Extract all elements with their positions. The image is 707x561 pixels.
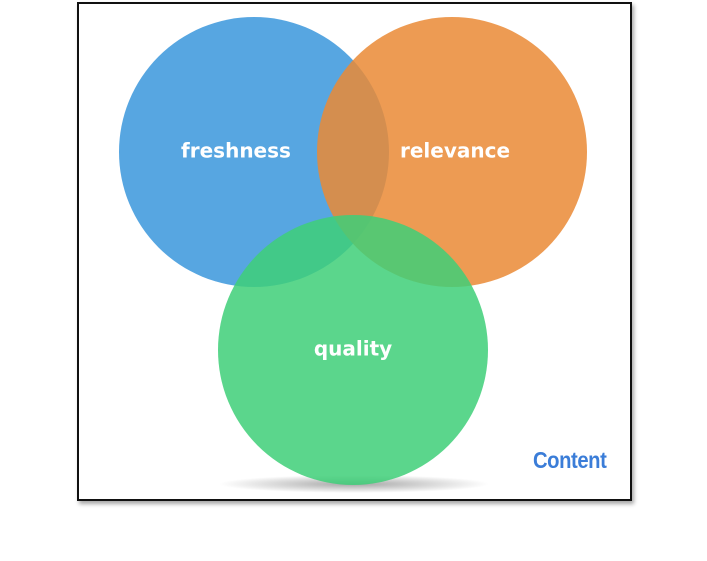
quality-circle: [218, 215, 488, 485]
quality-label: quality: [314, 337, 392, 361]
content-corner-label: Content: [532, 447, 607, 473]
freshness-label: freshness: [181, 139, 291, 163]
relevance-label: relevance: [400, 139, 510, 163]
